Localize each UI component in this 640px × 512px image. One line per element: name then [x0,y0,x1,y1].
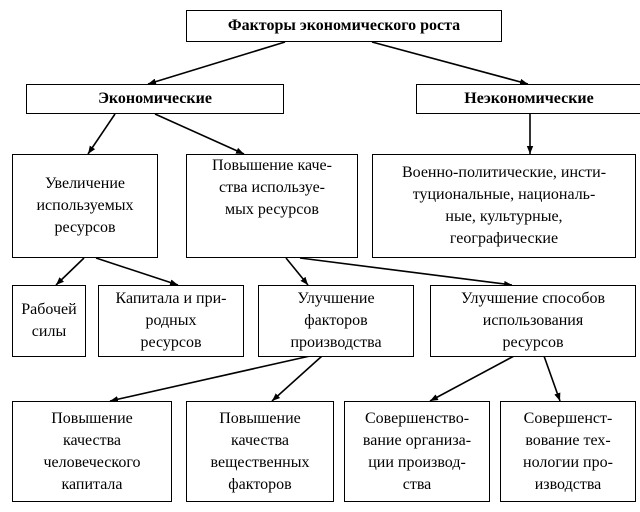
node-line: географические [449,230,559,247]
arrow-factors-material [271,355,323,402]
node-other-text: Военно-политические, инсти-туциональные,… [402,162,606,250]
node-line: Улучшение способов [460,290,606,307]
node-material: Повышение качества вещественных факторов [186,401,334,502]
node-line: Капитала и при- [115,290,227,307]
node-line: ресурсов [140,334,202,351]
node-other: Военно-политические, инсти-туциональные,… [372,154,636,258]
node-methods: Улучшение способов использования ресурсов [430,285,636,357]
node-factors: Улучшение факторов производства [258,285,414,357]
node-line: качества [62,431,122,449]
node-root: Факторы экономического роста [186,10,502,42]
node-line: вание организа- [362,431,472,449]
node-line: ства [402,475,432,493]
arrow-quality-methods [299,257,513,288]
node-line: изводства [534,475,602,493]
node-line: Неэкономические [464,90,594,107]
node-line: силы [31,323,67,340]
node-methods-text: Улучшение способов использования ресурсов [461,288,605,354]
node-line: Повышение [51,409,133,427]
node-line: ресурсов [54,219,116,236]
node-line: ции производ- [368,453,466,471]
node-line: вование тех- [525,431,611,449]
arrow-economic-quality [154,113,245,155]
node-line: использования [482,312,584,329]
node-line: Повышение каче- [212,157,332,174]
node-increase: Увеличение используемых ресурсов [12,154,158,258]
node-quality: Повышение каче-ства используе-мых ресурс… [186,154,358,258]
node-quality-text: Повышение каче-ства используе-мых ресурс… [212,155,332,221]
arrow-increase-labor [55,257,85,286]
node-line: производства [290,334,382,351]
node-factors-text: Улучшение факторов производства [290,288,381,354]
node-increase-text: Увеличение используемых ресурсов [36,173,133,239]
node-human: Повышение качества человеческого капитала [12,401,172,502]
arrow-root-noneconomic [371,41,529,86]
arrow-factors-human [109,355,311,403]
node-labor: Рабочей силы [12,285,86,357]
node-root-text: Факторы экономического роста [228,15,460,37]
node-line: родных [145,312,197,329]
node-line: капитала [61,475,123,493]
node-line: Совершенст- [523,409,613,427]
node-noneconomic-text: Неэкономические [464,88,593,110]
node-line: используемых [36,197,134,214]
node-line: Экономические [98,90,212,107]
node-line: Совершенство- [364,409,470,427]
node-economic-text: Экономические [98,88,212,110]
node-line: мых ресурсов [225,201,319,218]
node-technology: Совершенст-вование тех-нологии про-извод… [500,401,636,502]
node-noneconomic: Неэкономические [416,84,640,114]
node-line: туциональные, националь- [412,186,596,203]
node-line: ные, культурные, [445,208,563,225]
node-line: Увеличение [44,175,125,192]
node-line: Улучшение [297,290,375,307]
node-technology-text: Совершенст-вование тех-нологии про-извод… [523,408,613,496]
arrow-methods-technology [543,355,561,402]
node-economic: Экономические [26,84,284,114]
node-material-text: Повышение качества вещественных факторов [211,408,310,496]
node-line: вещественных [210,453,310,471]
node-capital: Капитала и при-родных ресурсов [98,285,244,357]
node-line: Военно-политические, инсти- [401,164,607,181]
node-line: факторов [228,475,292,493]
arrow-quality-factors [285,257,309,286]
node-line: ства используе- [218,179,326,196]
node-line: Повышение [219,409,301,427]
arrow-root-economic [147,41,286,85]
arrow-economic-increase [87,113,116,155]
node-capital-text: Капитала и при-родных ресурсов [115,288,226,354]
arrow-methods-organization [429,355,515,402]
node-line: факторов [304,312,368,329]
node-organization: Совершенство-вание организа-ции производ… [344,401,490,502]
node-human-text: Повышение качества человеческого капитала [43,408,140,496]
node-line: Факторы экономического роста [227,17,461,34]
arrow-increase-capital [95,257,179,286]
node-line: Рабочей [21,301,77,318]
node-line: качества [230,431,290,449]
node-line: человеческого [43,453,141,471]
node-labor-text: Рабочей силы [21,299,76,343]
node-organization-text: Совершенство-вание организа-ции производ… [363,408,471,496]
node-line: ресурсов [502,334,564,351]
node-line: нологии про- [523,453,613,471]
